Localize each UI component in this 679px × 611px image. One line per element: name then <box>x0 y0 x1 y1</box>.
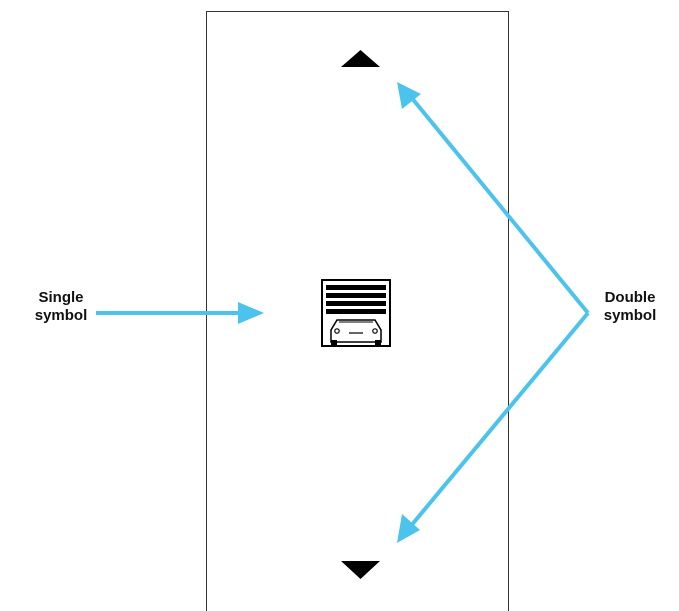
double-symbol-label-line1: Double <box>604 289 656 306</box>
down-triangle-icon <box>341 561 380 579</box>
single-symbol-label-line2: symbol <box>34 307 88 324</box>
single-symbol-label-line1: Single <box>38 289 84 306</box>
single-symbol-arrow <box>96 302 264 324</box>
double-symbol-arrow-up <box>397 82 590 315</box>
double-symbol-label: Double symbol <box>592 289 668 325</box>
double-symbol-label-line2: symbol <box>603 307 657 324</box>
garage-door-car-icon <box>321 279 391 347</box>
double-symbol-arrow-down <box>397 311 590 543</box>
up-triangle-icon <box>341 50 380 67</box>
single-symbol-label: Single symbol <box>28 289 94 325</box>
